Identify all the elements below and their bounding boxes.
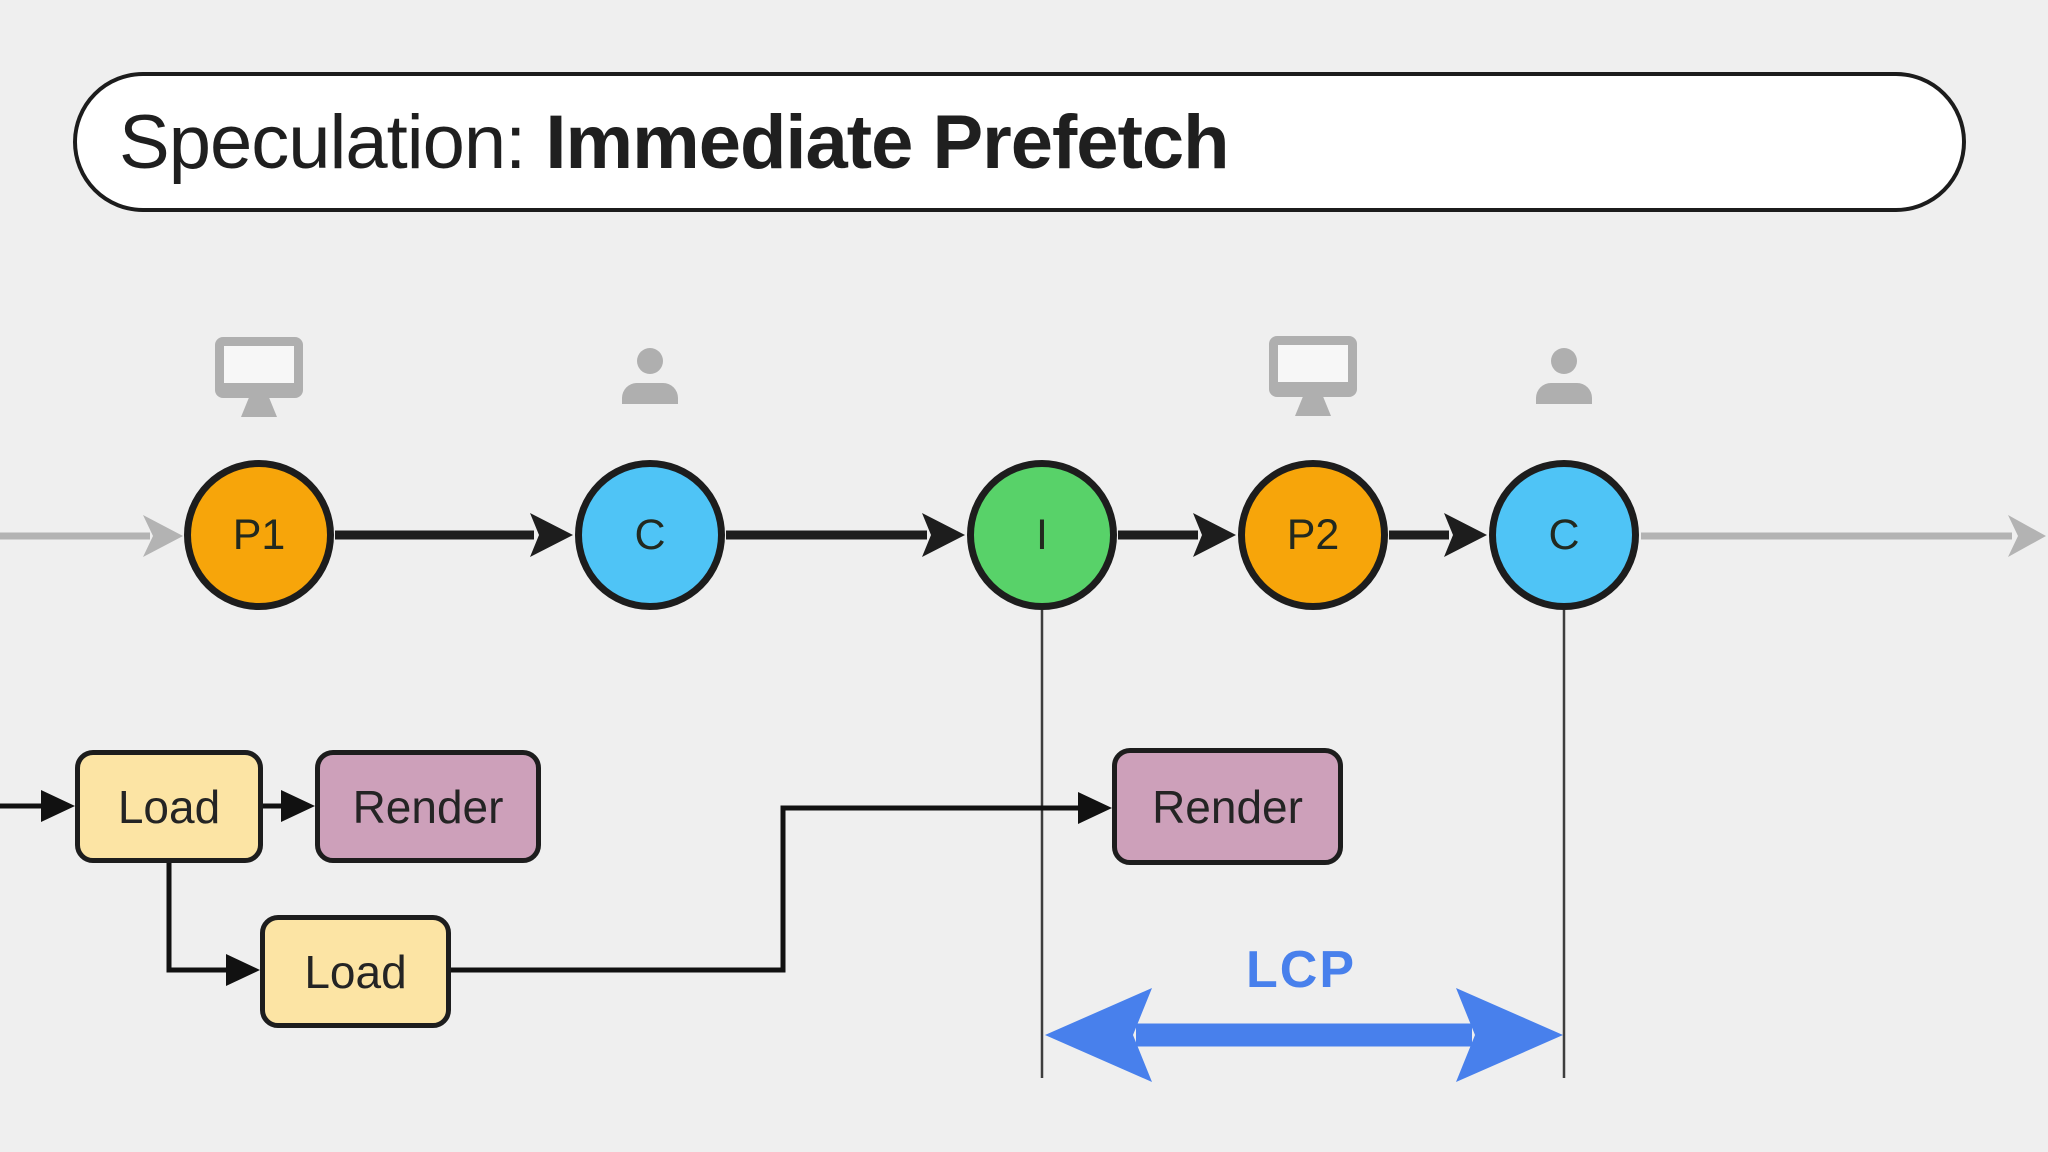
flow-arrow-entry-load1 [0, 790, 75, 822]
timeline-node-interaction: I [967, 460, 1117, 610]
lcp-metric-label: LCP [1246, 941, 1356, 999]
timeline-arrow-p2-c2 [1389, 513, 1487, 557]
flow-box-label: Render [352, 780, 504, 833]
monitor-icon [1269, 336, 1357, 416]
person-icon [622, 348, 678, 404]
flow-box-render-2: Render [1112, 748, 1343, 865]
timeline-arrow-i-p2 [1118, 513, 1236, 557]
timeline-gray-exit-arrow [1641, 515, 2046, 557]
flow-arrow-load2-render2 [449, 792, 1112, 973]
node-label: P1 [232, 510, 286, 559]
flow-box-render-1: Render [315, 750, 541, 863]
timeline-gray-entry-arrow [0, 515, 183, 557]
timeline-arrow-p1-c1 [335, 513, 573, 557]
title-pill: Speculation: Immediate Prefetch [73, 72, 1966, 212]
timeline-node-c1: C [575, 460, 725, 610]
lcp-measurement-arrow [1045, 988, 1563, 1082]
monitor-icon [215, 337, 303, 417]
flow-box-label: Render [1152, 780, 1303, 833]
flow-box-label: Load [304, 945, 407, 998]
title-emphasis: Immediate Prefetch [545, 99, 1229, 185]
title-prefix: Speculation: [119, 99, 546, 185]
flow-arrow-load1-load2 [166, 860, 260, 986]
flow-arrow-load1-render1 [263, 790, 315, 822]
node-label: C [1548, 510, 1580, 559]
flow-box-load-2: Load [260, 915, 451, 1028]
node-label: P2 [1286, 510, 1340, 559]
timeline-node-p2: P2 [1238, 460, 1388, 610]
flow-box-label: Load [117, 780, 221, 833]
node-label: I [1036, 510, 1048, 559]
timeline-node-p1: P1 [184, 460, 334, 610]
timeline-node-c2: C [1489, 460, 1639, 610]
person-icon [1536, 348, 1592, 404]
flow-box-load-1: Load [75, 750, 263, 863]
timeline-arrow-c1-i [726, 513, 965, 557]
node-label: C [634, 510, 666, 559]
